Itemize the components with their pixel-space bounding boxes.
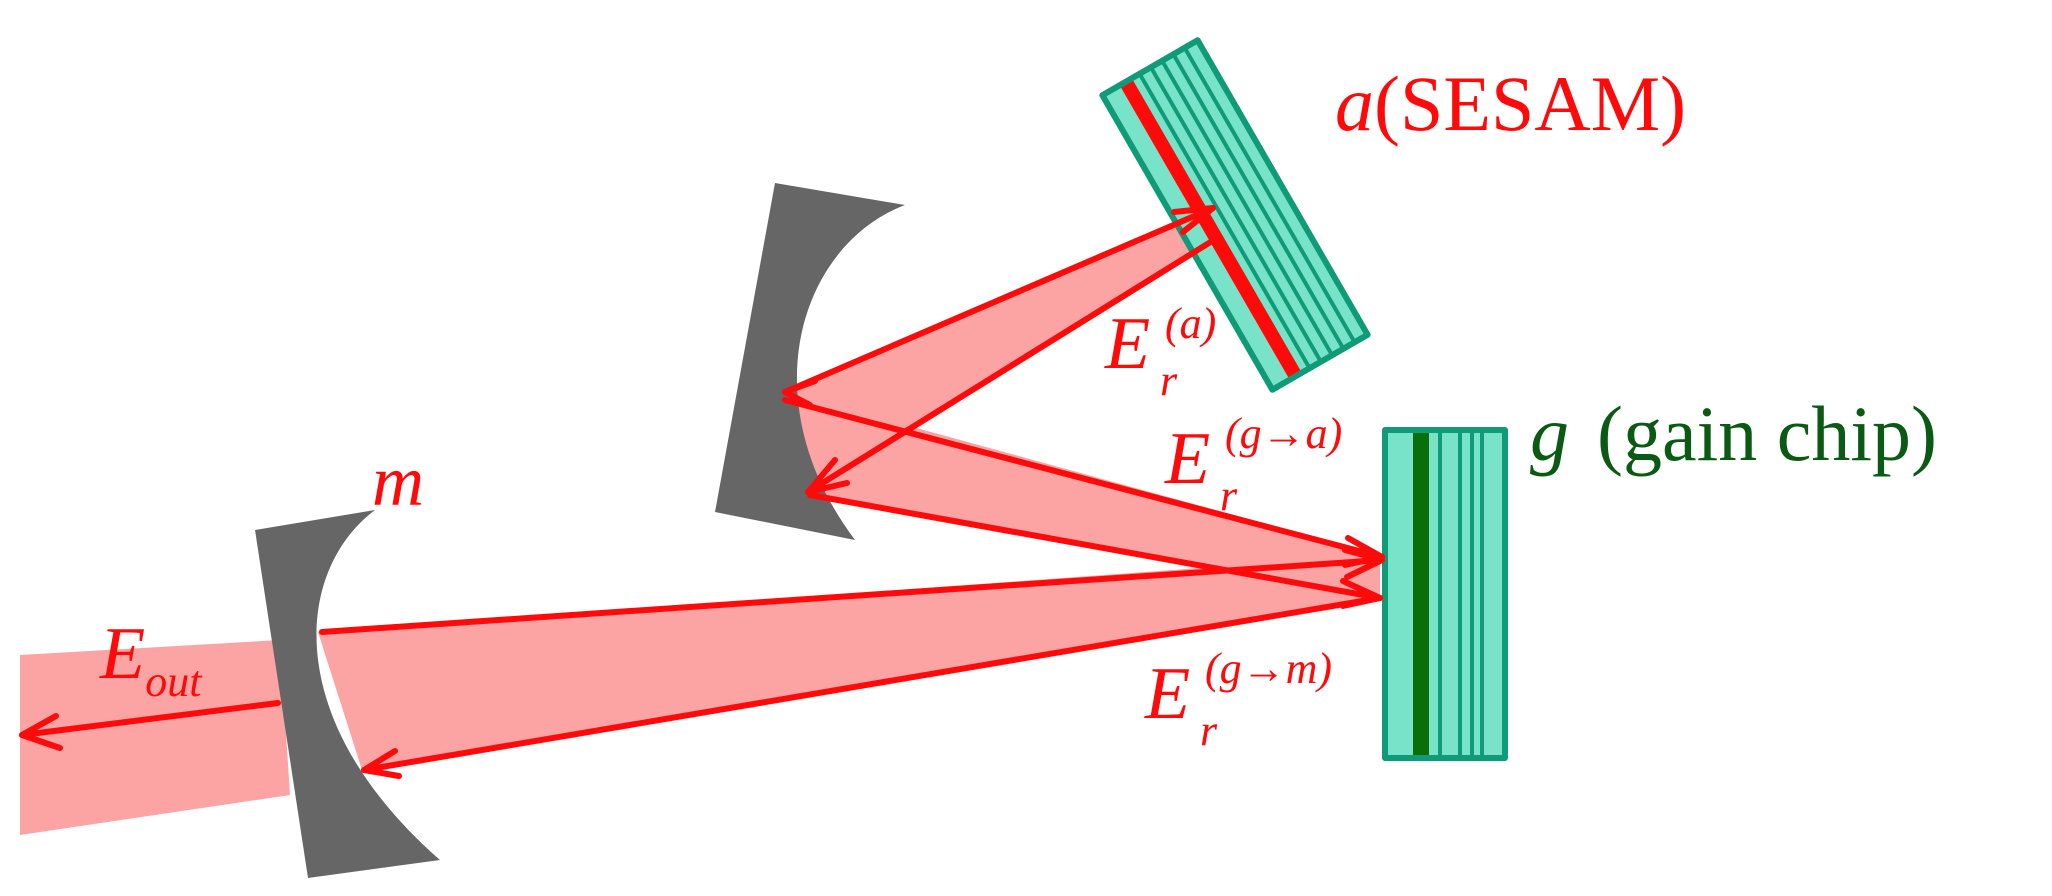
e-r-a-base: E <box>1104 303 1150 385</box>
beam-mirror-to-gain <box>785 392 1380 598</box>
gain-text: (gain chip) <box>1597 390 1937 477</box>
gain-active-layer <box>1413 430 1429 758</box>
sesam-symbol: a <box>1335 60 1374 147</box>
e-r-g-m-label: E r (g→m) <box>1144 644 1332 755</box>
ray-gain-to-mirror <box>807 492 1383 601</box>
sesam-layer-line <box>1149 66 1323 363</box>
arrowhead-icon <box>1171 205 1216 235</box>
e-out-base: E <box>99 613 145 695</box>
gain-chip-label: g (gain chip) <box>1530 390 1937 477</box>
sesam-text: (SESAM) <box>1374 60 1686 147</box>
ray-gain-to-mirror-m <box>361 595 1383 773</box>
ray-mirror-to-sesam <box>782 205 1216 395</box>
beam-envelopes <box>20 210 1380 835</box>
beam-mirror-m-to-gain <box>318 555 1380 770</box>
sesam-label: a(SESAM) <box>1335 60 1686 147</box>
ray-sesam-to-mirror <box>805 235 1220 495</box>
sesam-layer-line <box>1160 59 1334 357</box>
mirror-m-label: m <box>372 441 424 521</box>
gain-chip-body <box>1385 430 1505 758</box>
e-r-g-a-sub: r <box>1220 471 1238 520</box>
sesam-absorber-layer <box>1119 78 1302 380</box>
arrowhead-icon <box>19 713 63 751</box>
e-r-a-sup: (a) <box>1165 299 1216 348</box>
e-r-g-m-base: E <box>1144 653 1190 735</box>
e-r-a-label: E r (a) <box>1104 299 1216 405</box>
concave-mirror-icon <box>715 183 905 540</box>
sesam-layer-line <box>1137 72 1312 370</box>
e-out-label: Eout <box>99 613 203 706</box>
sesam-chip-icon <box>1099 37 1371 393</box>
e-r-g-m-sup: (g→m) <box>1205 644 1332 693</box>
e-r-a-sub: r <box>1160 356 1178 405</box>
e-r-g-a-sup: (g→a) <box>1225 409 1342 458</box>
arrowhead-icon <box>1340 578 1383 609</box>
sesam-layer-line <box>1182 46 1357 344</box>
beam-mirror-to-sesam <box>785 210 1218 495</box>
e-r-g-a-label: E r (g→a) <box>1164 409 1342 520</box>
gain-chip-icon <box>1382 427 1508 761</box>
concave-mirror-m-icon <box>255 510 440 878</box>
ray-mirror-to-gain-1 <box>782 397 1385 560</box>
sesam-outline <box>1099 37 1371 393</box>
output-beam <box>20 640 290 835</box>
arrowheads <box>19 205 1385 779</box>
arrowhead-icon <box>1342 547 1385 580</box>
beam-rays <box>19 205 1385 773</box>
e-out-sub: out <box>145 657 203 706</box>
sesam-layer-line <box>1171 53 1346 350</box>
e-r-g-m-sub: r <box>1200 706 1218 755</box>
ray-mirror-m-to-gain <box>319 557 1385 635</box>
ray-output <box>19 700 281 738</box>
arrowhead-icon <box>782 378 818 408</box>
gain-chip-outline <box>1382 427 1508 761</box>
gain-symbol: g <box>1530 390 1569 477</box>
arrowhead-icon <box>805 457 850 495</box>
arrowhead-icon <box>361 748 402 779</box>
e-r-g-a-base: E <box>1164 418 1210 500</box>
